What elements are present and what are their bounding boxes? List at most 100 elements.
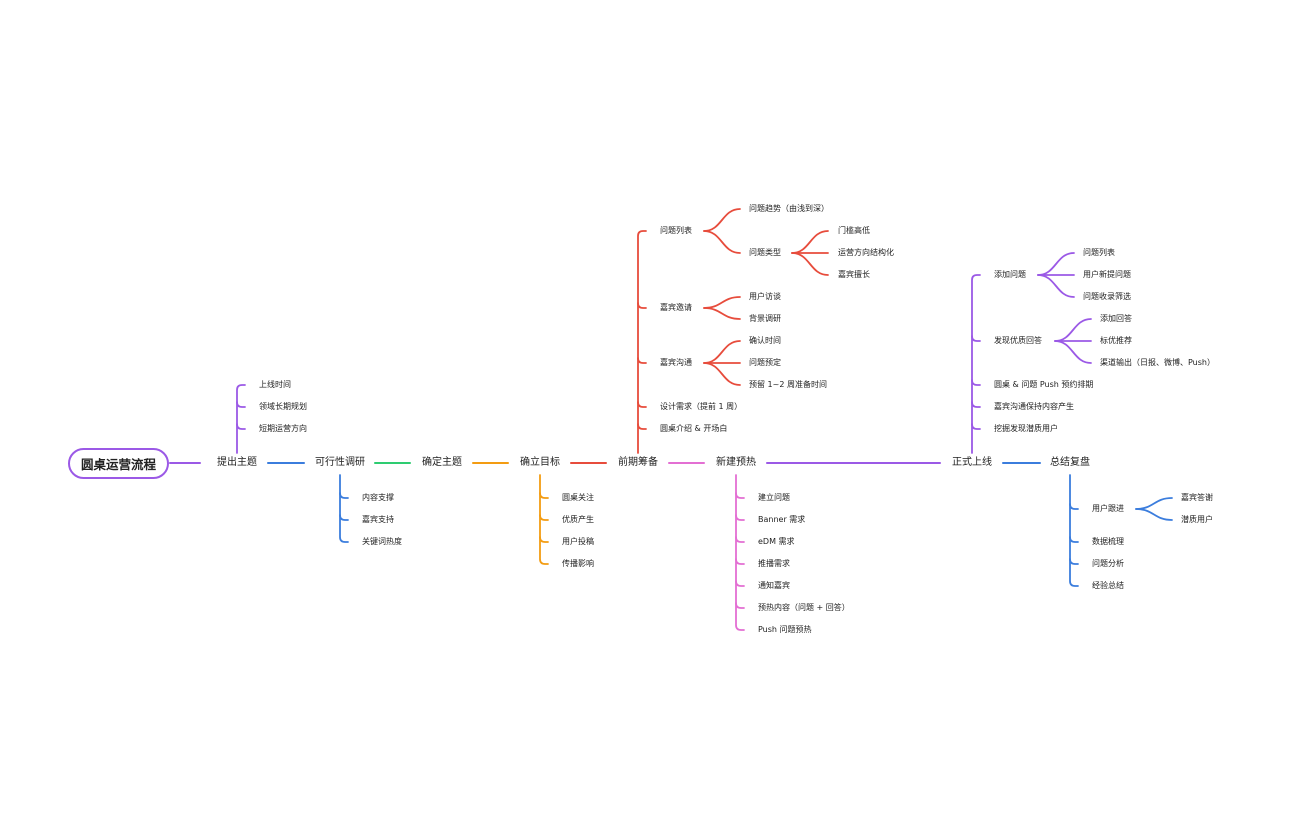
item-s6-3[interactable]: eDM 需求: [758, 537, 795, 546]
item-s7-5[interactable]: 挖掘发现潜质用户: [994, 424, 1058, 433]
stage-node-s3[interactable]: 确定主题: [422, 457, 462, 468]
branch-trunk: [735, 474, 745, 631]
stage-node-s2[interactable]: 可行性调研: [315, 457, 365, 468]
stage-node-s7[interactable]: 正式上线: [952, 457, 992, 468]
item-s4-4[interactable]: 传播影响: [562, 559, 594, 568]
fan-connector: [1135, 508, 1173, 521]
item-s7-4[interactable]: 嘉宾沟通保持内容产生: [994, 402, 1074, 411]
branch-tick: [539, 514, 549, 521]
branch-tick: [971, 335, 981, 342]
item-s5-3[interactable]: 嘉宾沟通: [660, 358, 692, 367]
branch-trunk: [236, 384, 246, 454]
branch-tick: [735, 558, 745, 565]
stage-node-s8[interactable]: 总结复盘: [1050, 457, 1090, 468]
branch-trunk: [339, 474, 349, 543]
item-s7-2-2[interactable]: 标优推荐: [1100, 336, 1132, 345]
fan-connector: [703, 296, 741, 309]
stage-node-s6[interactable]: 新建预热: [716, 457, 756, 468]
branch-tick: [637, 423, 647, 430]
item-s7-1-3[interactable]: 问题收录筛选: [1083, 292, 1131, 301]
branch-tick: [1069, 558, 1079, 565]
item-s8-1-2[interactable]: 潜质用户: [1181, 515, 1213, 524]
fan-connector: [1054, 318, 1092, 342]
item-s5-1-2[interactable]: 问题类型: [749, 248, 781, 257]
branch-trunk: [1069, 474, 1079, 587]
branch-tick: [637, 302, 647, 309]
branch-tick: [637, 401, 647, 408]
item-s6-6[interactable]: 预热内容（问题 + 回答）: [758, 603, 850, 612]
item-s5-4[interactable]: 设计需求（提前 1 周）: [660, 402, 743, 411]
branch-tick: [735, 536, 745, 543]
branch-trunk: [971, 274, 981, 454]
item-s8-1[interactable]: 用户跟进: [1092, 504, 1124, 513]
branch-trunk: [637, 230, 647, 454]
fan-connector: [791, 252, 829, 276]
item-s6-2[interactable]: Banner 需求: [758, 515, 806, 524]
branch-tick: [1069, 503, 1079, 510]
branch-tick: [236, 401, 246, 408]
fan-connector: [1037, 252, 1075, 276]
item-s1-2[interactable]: 领域长期规划: [259, 402, 307, 411]
branch-tick: [539, 536, 549, 543]
branch-tick: [339, 492, 349, 499]
fan-connector: [1037, 274, 1075, 298]
item-s8-4[interactable]: 经验总结: [1092, 581, 1124, 590]
item-s5-3-1[interactable]: 确认时间: [749, 336, 781, 345]
item-s2-1[interactable]: 内容支撑: [362, 493, 394, 502]
branch-tick: [1069, 536, 1079, 543]
branch-trunk: [539, 474, 549, 565]
item-s1-3[interactable]: 短期运营方向: [259, 424, 307, 433]
branch-tick: [971, 379, 981, 386]
item-s5-2-2[interactable]: 背景调研: [749, 314, 781, 323]
fan-connector: [703, 362, 741, 386]
stage-node-s4[interactable]: 确立目标: [520, 457, 560, 468]
item-s5-3-3[interactable]: 预留 1~2 周准备时间: [749, 380, 827, 389]
item-s5-5[interactable]: 圆桌介绍 & 开场白: [660, 424, 728, 433]
item-s6-5[interactable]: 通知嘉宾: [758, 581, 790, 590]
item-s2-2[interactable]: 嘉宾支持: [362, 515, 394, 524]
stage-node-s1[interactable]: 提出主题: [217, 457, 257, 468]
item-s4-3[interactable]: 用户投稿: [562, 537, 594, 546]
item-s7-2-1[interactable]: 添加回答: [1100, 314, 1132, 323]
branch-tick: [339, 514, 349, 521]
item-s2-3[interactable]: 关键词热度: [362, 537, 402, 546]
item-s7-3[interactable]: 圆桌 & 问题 Push 预约排期: [994, 380, 1094, 389]
item-s7-1[interactable]: 添加问题: [994, 270, 1026, 279]
item-s5-1-2-2[interactable]: 运营方向结构化: [838, 248, 894, 257]
item-s5-2[interactable]: 嘉宾邀请: [660, 303, 692, 312]
item-s8-1-1[interactable]: 嘉宾答谢: [1181, 493, 1213, 502]
stage-node-s5[interactable]: 前期筹备: [618, 457, 658, 468]
item-s6-4[interactable]: 推播需求: [758, 559, 790, 568]
fan-connector: [703, 307, 741, 320]
branch-tick: [735, 514, 745, 521]
branch-tick: [735, 580, 745, 587]
item-s6-7[interactable]: Push 问题预热: [758, 625, 812, 634]
item-s7-1-2[interactable]: 用户新提问题: [1083, 270, 1131, 279]
item-s5-3-2[interactable]: 问题预定: [749, 358, 781, 367]
item-s1-1[interactable]: 上线时间: [259, 380, 291, 389]
branch-tick: [236, 423, 246, 430]
item-s7-1-1[interactable]: 问题列表: [1083, 248, 1115, 257]
item-s5-1-2-3[interactable]: 嘉宾擅长: [838, 270, 870, 279]
item-s5-1[interactable]: 问题列表: [660, 226, 692, 235]
item-s6-1[interactable]: 建立问题: [758, 493, 790, 502]
item-s7-2-3[interactable]: 渠道输出（日报、微博、Push）: [1100, 358, 1215, 367]
root-node[interactable]: 圆桌运营流程: [68, 448, 169, 479]
branch-tick: [971, 423, 981, 430]
branch-tick: [971, 401, 981, 408]
fan-connector: [703, 230, 741, 254]
item-s5-1-2-1[interactable]: 门槛高低: [838, 226, 870, 235]
fan-connector: [791, 230, 829, 254]
fan-connector: [1135, 497, 1173, 510]
item-s4-2[interactable]: 优质产生: [562, 515, 594, 524]
fan-connector: [703, 208, 741, 232]
item-s8-3[interactable]: 问题分析: [1092, 559, 1124, 568]
item-s7-2[interactable]: 发现优质回答: [994, 336, 1042, 345]
item-s5-1-1[interactable]: 问题趋势（由浅到深）: [749, 204, 829, 213]
item-s5-2-1[interactable]: 用户访谈: [749, 292, 781, 301]
branch-tick: [539, 492, 549, 499]
fan-connector: [703, 340, 741, 364]
item-s8-2[interactable]: 数据梳理: [1092, 537, 1124, 546]
item-s4-1[interactable]: 圆桌关注: [562, 493, 594, 502]
